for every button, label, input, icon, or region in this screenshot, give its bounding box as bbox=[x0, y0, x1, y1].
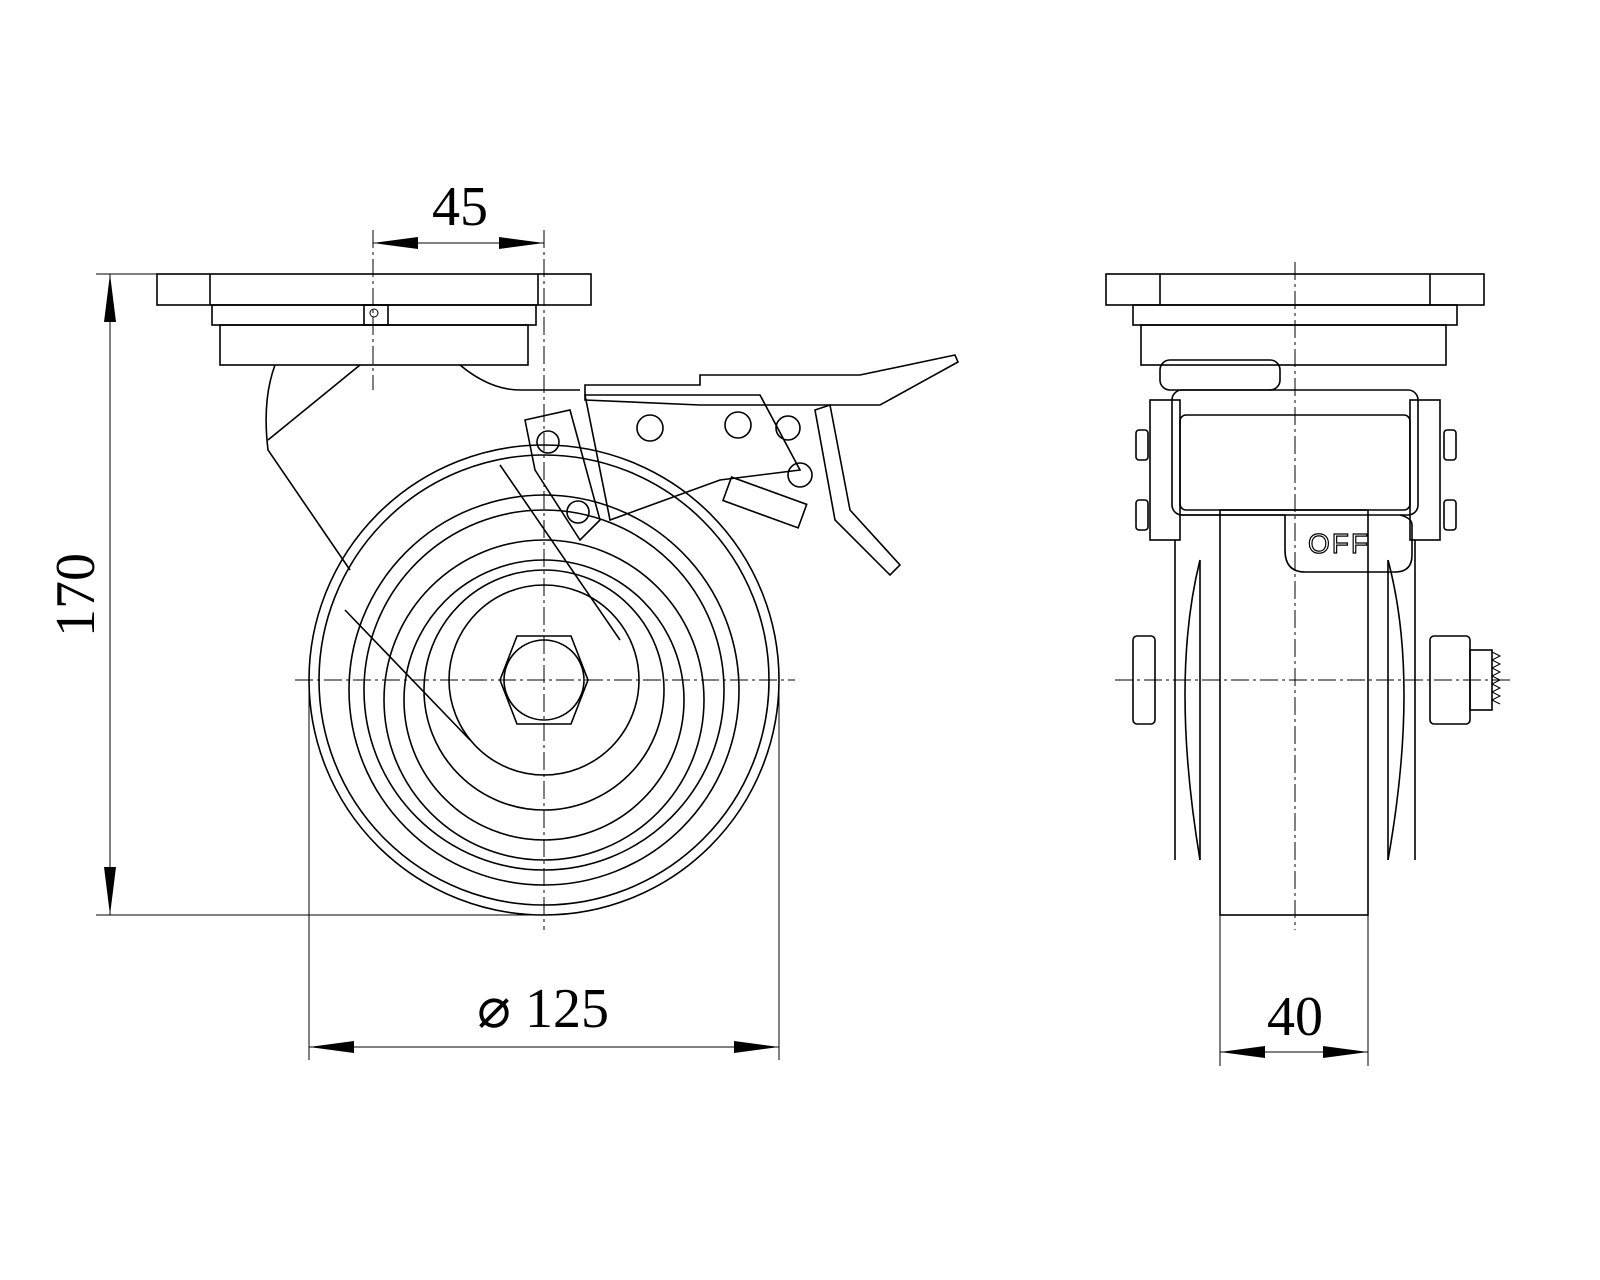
fork-front bbox=[1135, 359, 1457, 860]
dimension-offset: 45 bbox=[373, 176, 544, 249]
wheel-front bbox=[1132, 509, 1502, 916]
dimension-height: 170 bbox=[45, 273, 544, 916]
fork-side bbox=[265, 364, 621, 741]
diameter-value: 125 bbox=[525, 978, 609, 1040]
dimension-wheel-diameter: ⌀ 125 bbox=[308, 680, 780, 1060]
side-view bbox=[156, 230, 960, 930]
height-value: 170 bbox=[45, 553, 107, 637]
width-value: 40 bbox=[1267, 986, 1323, 1048]
brake-pedal-front[interactable]: OFF bbox=[1180, 514, 1413, 573]
offset-value: 45 bbox=[432, 176, 488, 238]
brake-lever-side bbox=[524, 354, 960, 577]
dimension-wheel-width: 40 bbox=[1219, 915, 1369, 1066]
front-view: OFF bbox=[1105, 262, 1510, 930]
brake-off-label: OFF bbox=[1308, 528, 1370, 559]
diameter-symbol: ⌀ bbox=[477, 978, 511, 1040]
top-plate-side bbox=[156, 273, 592, 366]
